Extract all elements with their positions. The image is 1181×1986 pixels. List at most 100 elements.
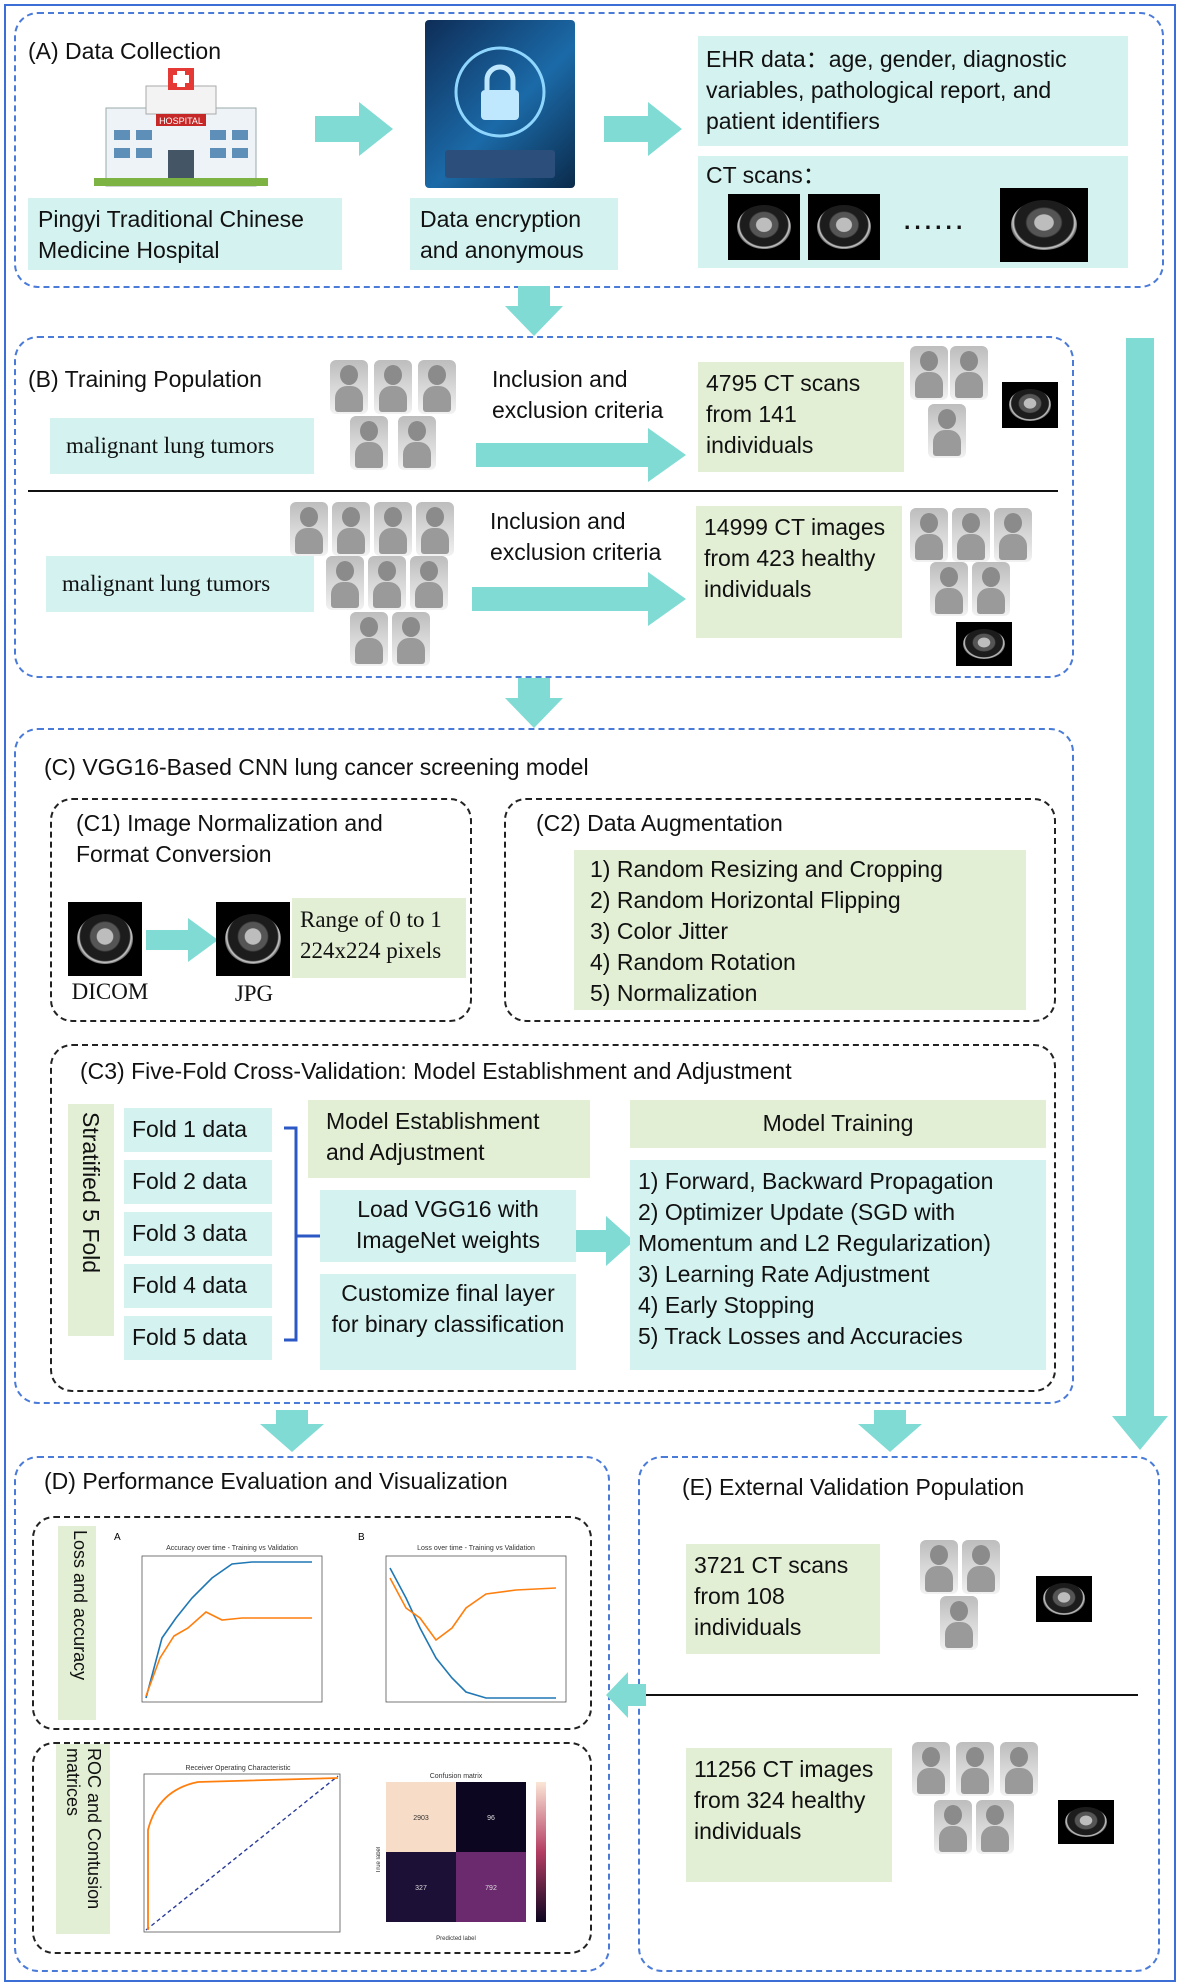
malignant-tumors-box-2: malignant lung tumors: [46, 556, 314, 612]
person-icon: [350, 416, 388, 470]
fold-box: Fold 1 data: [124, 1108, 272, 1152]
cm-value: 96: [487, 1815, 495, 1822]
hospital-sign: HOSPITAL: [159, 116, 203, 126]
ct-image: [1036, 1576, 1092, 1622]
panel-c3: [50, 1044, 1056, 1392]
encryption-icon: [425, 20, 575, 188]
loss-accuracy-label: Loss and accuracy: [58, 1526, 96, 1720]
arrow-down-long: [1112, 338, 1168, 1450]
ct-scans-box: CT scans： ......: [698, 156, 1128, 268]
fold-box: Fold 4 data: [124, 1264, 272, 1308]
augmentation-item: 2) Random Horizontal Flipping: [590, 887, 901, 913]
arrow-down-ce: [858, 1410, 922, 1452]
person-icon: [976, 1800, 1014, 1854]
arrow-down-bc: [505, 678, 563, 728]
hospital-label: Pingyi Traditional Chinese Medicine Hosp…: [28, 198, 342, 270]
fold-bracket: [284, 1126, 320, 1342]
training-step: 3) Learning Rate Adjustment: [638, 1261, 930, 1287]
training-steps-list: 1) Forward, Backward Propagation 2) Opti…: [630, 1160, 1046, 1370]
chart-letter: A: [114, 1532, 121, 1543]
divider-e: [640, 1694, 1138, 1696]
cm-cell: [456, 1782, 526, 1852]
section-b-title: (B) Training Population: [28, 366, 262, 392]
ct-image: [1002, 382, 1058, 428]
person-icon: [410, 556, 448, 610]
criteria-label-1: Inclusion and exclusion criteria: [492, 366, 664, 423]
augmentation-item: 5) Normalization: [590, 980, 758, 1006]
customize-layer-box: Customize final layer for binary classif…: [320, 1274, 576, 1370]
criteria-label-2: Inclusion and exclusion criteria: [490, 508, 662, 565]
section-e-title: (E) External Validation Population: [682, 1474, 1025, 1500]
training-result-1: 4795 CT scans from 141 individuals: [698, 362, 904, 472]
c1-title: (C1) Image Normalization and Format Conv…: [76, 810, 383, 867]
person-icon: [374, 360, 412, 414]
person-icon: [418, 360, 456, 414]
cm-xlabel: Predicted label: [436, 1936, 476, 1942]
section-a: [14, 12, 1164, 288]
section-a-title: (A) Data Collection: [28, 38, 222, 64]
training-step: 4) Early Stopping: [638, 1292, 815, 1318]
person-icon: [930, 562, 968, 616]
arrow-down-ab: [505, 286, 563, 336]
loss-chart: B Loss over time - Training vs Validatio…: [356, 1528, 576, 1718]
person-icon: [920, 1540, 958, 1594]
training-result-2: 14999 CT images from 423 healthy individ…: [696, 506, 902, 638]
person-icon: [332, 502, 370, 556]
person-icon: [972, 562, 1010, 616]
person-icon: [330, 360, 368, 414]
external-result-1: 3721 CT scans from 108 individuals: [686, 1544, 880, 1654]
person-icon: [994, 508, 1032, 562]
ct-image: [728, 194, 800, 260]
training-step: 1) Forward, Backward Propagation: [638, 1168, 994, 1194]
person-icon: [950, 346, 988, 400]
panel-loss-accuracy: [32, 1516, 592, 1730]
arrow-right-b1: [476, 428, 686, 482]
chart-title: Confusion matrix: [430, 1773, 483, 1780]
model-training-title: Model Training: [630, 1100, 1046, 1148]
encrypt-label: Data encryption and anonymous: [410, 198, 618, 270]
stratified-label: Stratified 5 Fold: [68, 1104, 114, 1336]
jpg-label: JPG: [234, 981, 274, 1006]
pixel-size-text: 224x224 pixels: [300, 938, 442, 963]
c2-title: (C2) Data Augmentation: [536, 810, 783, 836]
normalization-box: Range of 0 to 1 224x224 pixels: [292, 898, 466, 978]
section-c-title: (C) VGG16-Based CNN lung cancer screenin…: [44, 754, 589, 780]
person-icon: [910, 346, 948, 400]
person-icon: [392, 612, 430, 666]
section-d: [14, 1456, 610, 1972]
ellipsis: ......: [904, 208, 967, 234]
confusion-matrix: Confusion matrix 2903 96 327 792 Predict…: [376, 1770, 576, 1950]
augmentation-list: 1) Random Resizing and Cropping 2) Rando…: [574, 850, 1026, 1010]
chart-letter: B: [358, 1532, 365, 1543]
dicom-label: DICOM: [71, 979, 149, 1004]
person-icon: [398, 416, 436, 470]
roc-cm-label: ROC and Contusion matrices: [56, 1744, 110, 1934]
augmentation-item: 3) Color Jitter: [590, 918, 729, 944]
cm-colorbar: [536, 1782, 546, 1922]
person-icon: [910, 508, 948, 562]
person-icon: [934, 1800, 972, 1854]
augmentation-item: 4) Random Rotation: [590, 949, 796, 975]
cm-cell: [386, 1852, 456, 1922]
ct-image: [1000, 188, 1088, 262]
arrow-right-a1: [315, 102, 393, 156]
arrow-right-c1: [146, 918, 218, 962]
augmentation-item: 1) Random Resizing and Cropping: [590, 856, 943, 882]
fold-box: Fold 5 data: [124, 1316, 272, 1360]
ct-scans-label: CT scans：: [706, 162, 826, 188]
person-icon: [912, 1742, 950, 1796]
person-icon: [290, 502, 328, 556]
person-icon: [928, 404, 966, 458]
load-vgg16-box: Load VGG16 with ImageNet weights: [320, 1190, 576, 1262]
c3-title: (C3) Five-Fold Cross-Validation: Model E…: [80, 1058, 792, 1084]
cm-value: 792: [485, 1885, 497, 1892]
arrow-right-c3: [576, 1216, 634, 1266]
training-step: 5) Track Losses and Accuracies: [638, 1323, 963, 1349]
cm-value: 327: [415, 1885, 427, 1892]
section-b: [14, 336, 1074, 678]
ct-image: [1058, 1800, 1114, 1844]
fold-box: Fold 3 data: [124, 1212, 272, 1256]
jpg-image: [216, 902, 290, 976]
person-icon: [326, 556, 364, 610]
accuracy-chart: A Accuracy over time - Training vs Valid…: [112, 1528, 332, 1718]
